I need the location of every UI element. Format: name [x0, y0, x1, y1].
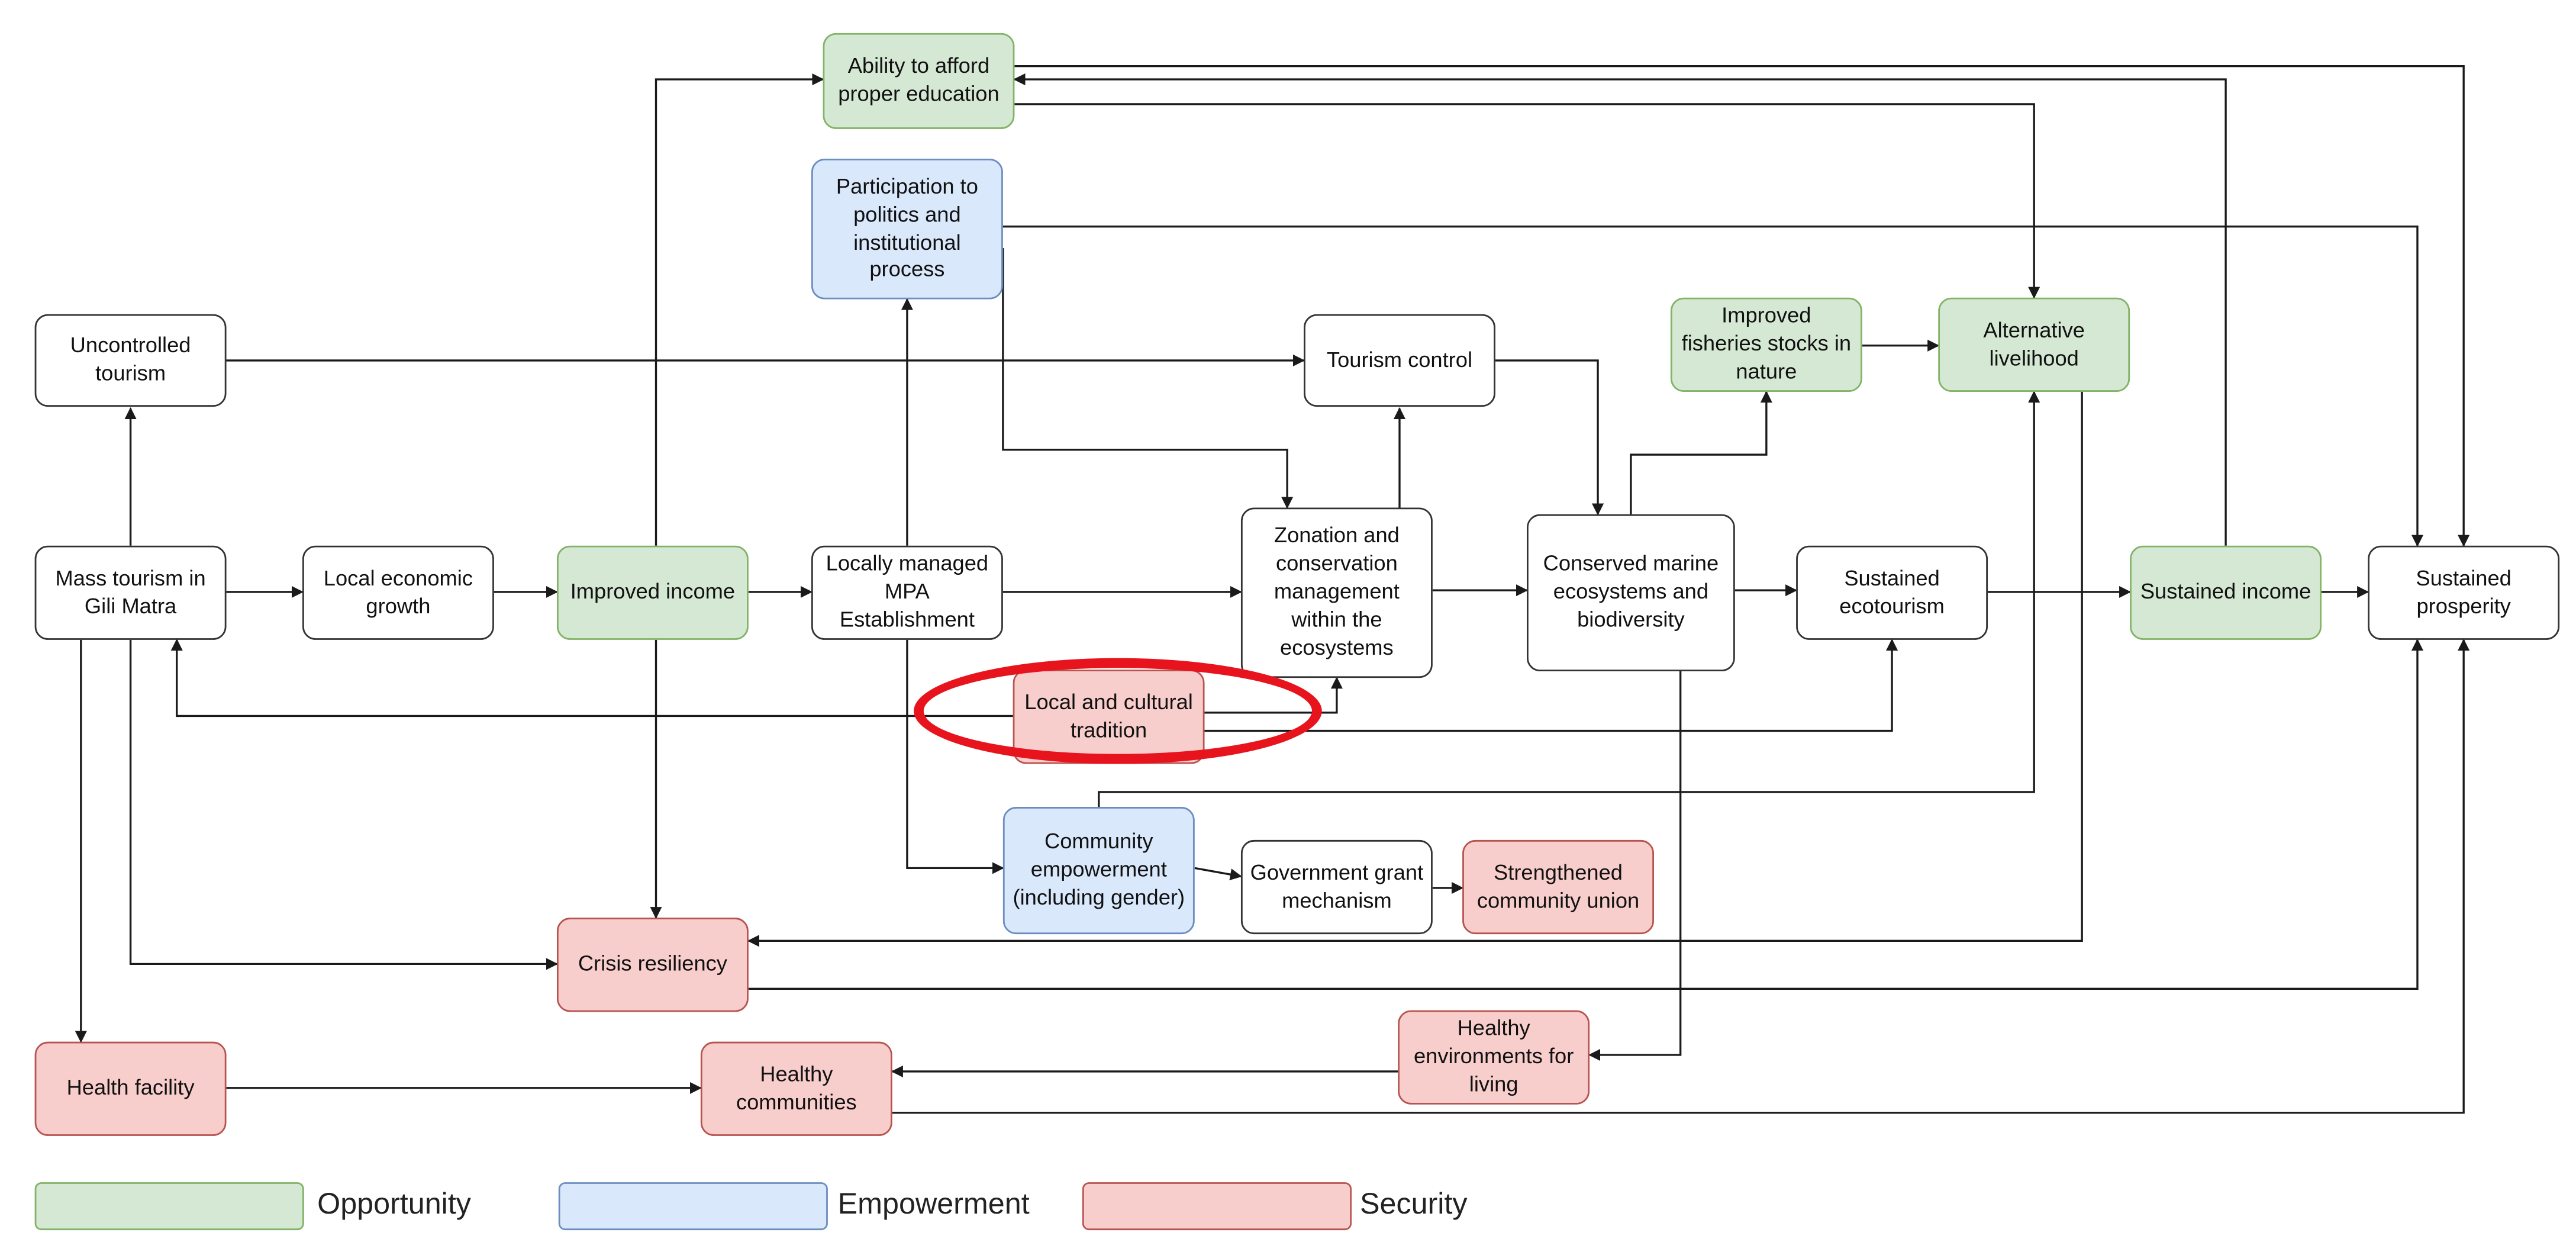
- node-sustained-ecotourism[interactable]: Sustained ecotourism: [1796, 545, 1988, 640]
- edge-ability-education-to-alternative-livelihood: [1014, 103, 2040, 299]
- node-conserved-marine[interactable]: Conserved marine ecosystems and biodiver…: [1526, 514, 1735, 671]
- legend-label-opportunity: Opportunity: [317, 1187, 471, 1221]
- highlight-ellipse: [914, 658, 1322, 764]
- edge-local-cultural-tradition-to-mass-tourism: [170, 638, 1013, 717]
- edge-conserved-marine-to-healthy-environments: [1588, 671, 1682, 1061]
- edge-mass-tourism-to-crisis-resiliency: [129, 639, 558, 970]
- node-local-economic-growth[interactable]: Local economic growth: [302, 545, 494, 640]
- node-improved-income[interactable]: Improved income: [556, 545, 749, 640]
- edge-conserved-marine-to-improved-fisheries: [1630, 390, 1772, 514]
- node-zonation[interactable]: Zonation and conservation management wit…: [1240, 507, 1433, 678]
- node-improved-fisheries[interactable]: Improved fisheries stocks in nature: [1670, 297, 1862, 392]
- edge-crisis-resiliency-to-sustained-prosperity: [748, 638, 2424, 990]
- edge-participation-politics-to-sustained-prosperity: [1002, 225, 2424, 547]
- edge-community-empowerment-to-government-grant: [1194, 867, 1242, 881]
- edge-tourism-control-to-conserved-marine: [1495, 359, 1604, 516]
- node-strengthened-union[interactable]: Strengthened community union: [1462, 839, 1654, 935]
- node-mass-tourism[interactable]: Mass tourism in Gili Matra: [34, 545, 227, 640]
- edge-alternative-livelihood-to-crisis-resiliency: [747, 391, 2083, 947]
- node-uncontrolled-tourism[interactable]: Uncontrolled tourism: [34, 314, 227, 407]
- edge-improved-income-to-ability-education: [655, 73, 824, 546]
- edge-ability-education-to-sustained-prosperity: [1014, 65, 2470, 547]
- node-healthy-environments[interactable]: Healthy environments for living: [1398, 1010, 1590, 1105]
- node-sustained-prosperity[interactable]: Sustained prosperity: [2368, 545, 2560, 640]
- node-crisis-resiliency[interactable]: Crisis resiliency: [556, 918, 749, 1012]
- legend-swatch-security: [1082, 1182, 1352, 1231]
- node-tourism-control[interactable]: Tourism control: [1304, 314, 1495, 407]
- node-ability-education[interactable]: Ability to afford proper education: [823, 33, 1015, 129]
- legend-label-empowerment: Empowerment: [837, 1187, 1030, 1221]
- node-healthy-communities[interactable]: Healthy communities: [700, 1041, 892, 1136]
- node-alternative-livelihood[interactable]: Alternative livelihood: [1938, 297, 2130, 392]
- node-health-facility[interactable]: Health facility: [34, 1041, 227, 1136]
- node-sustained-income[interactable]: Sustained income: [2130, 545, 2322, 640]
- edge-sustained-income-to-ability-education: [1013, 73, 2227, 546]
- edge-participation-politics-to-zonation: [1002, 247, 1294, 509]
- edge-local-cultural-tradition-to-sustained-ecotourism: [1204, 638, 1898, 732]
- node-locally-managed-mpa[interactable]: Locally managed MPA Establishment: [811, 545, 1003, 640]
- node-government-grant[interactable]: Government grant mechanism: [1240, 839, 1433, 935]
- legend-swatch-empowerment: [558, 1182, 828, 1231]
- edge-community-empowerment-to-alternative-livelihood: [1098, 390, 2040, 807]
- node-participation-politics[interactable]: Participation to politics and institutio…: [811, 159, 1003, 300]
- legend-label-security: Security: [1359, 1187, 1468, 1221]
- node-community-empowerment[interactable]: Community empowerment (including gender): [1002, 807, 1195, 935]
- edge-healthy-communities-to-sustained-prosperity: [892, 638, 2470, 1114]
- legend-swatch-opportunity: [34, 1182, 304, 1231]
